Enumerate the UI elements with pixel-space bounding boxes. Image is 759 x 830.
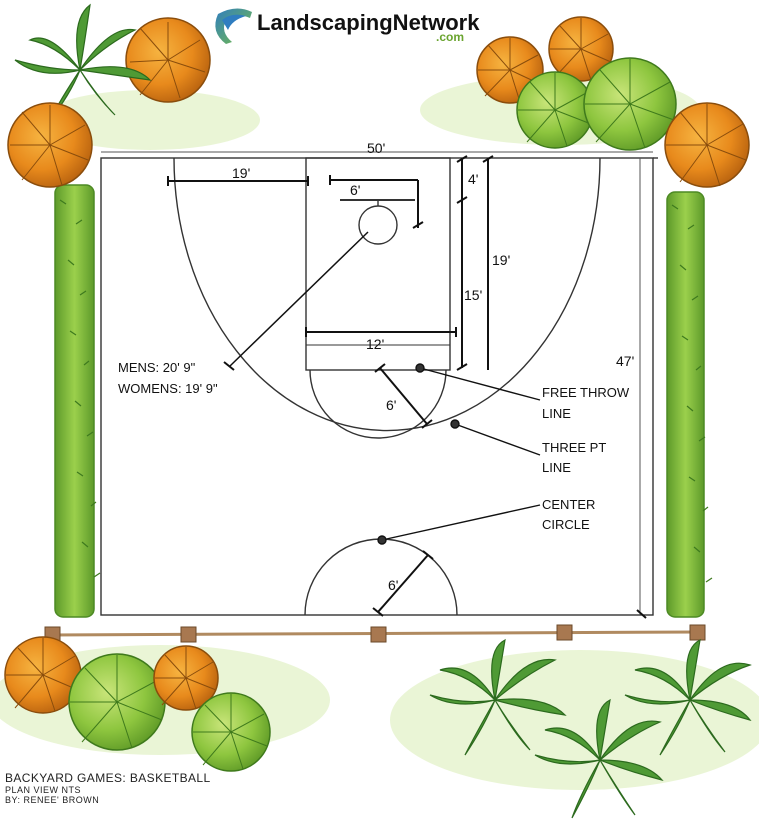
fence-post-icon: [556, 624, 573, 641]
lane-width-label: 12': [366, 336, 384, 352]
caption-subtitle: PLAN VIEW NTS: [5, 785, 82, 795]
rim: [358, 205, 398, 245]
three-pt-marker: [450, 419, 460, 429]
fence-post-icon: [180, 626, 197, 643]
fence: [44, 624, 706, 643]
round-shrub-icon: [191, 692, 271, 772]
womens-3pt-label: WOMENS: 19' 9": [118, 381, 218, 396]
ft-circle-radius-label: 6': [386, 397, 396, 413]
three-pt-callout-2: LINE: [542, 460, 571, 475]
callout-leaders: [377, 363, 541, 545]
round-shrub-icon: [664, 102, 750, 188]
round-shrub-icon: [125, 17, 211, 103]
three-point-line: [173, 157, 601, 432]
caption-author: BY: RENEE' BROWN: [5, 795, 100, 805]
mens-3pt-label: MENS: 20' 9": [118, 360, 196, 375]
round-shrub-icon: [548, 16, 614, 82]
center-circle-callout-2: CIRCLE: [542, 517, 590, 532]
round-shrub-icon: [4, 636, 82, 714]
fence-post-icon: [689, 624, 706, 641]
free-throw-distance-label: 19': [492, 252, 510, 268]
logo-name: LandscapingNetwork: [257, 10, 480, 35]
hedge-icon: [666, 191, 705, 618]
palm-tree-icon: [624, 638, 752, 756]
hedge-icon: [54, 184, 95, 618]
palm-tree-icon: [534, 698, 664, 819]
round-shrub-icon: [516, 71, 594, 149]
top-vegetation: [7, 3, 750, 188]
court-length-label: 47': [616, 353, 634, 369]
logo: LandscapingNetwork .com: [215, 8, 480, 45]
round-shrub-icon: [153, 645, 219, 711]
caption: BACKYARD GAMES: BASKETBALL PLAN VIEW NTS…: [5, 771, 211, 805]
round-shrub-icon: [7, 102, 93, 188]
dimension-labels: 50' 47' 19' 6' 4' 15' 19' 12' 6' 6' MENS…: [118, 140, 634, 593]
center-circle-marker: [377, 535, 387, 545]
bottom-vegetation: [4, 636, 752, 819]
left-hedge: [54, 184, 101, 618]
court: [100, 151, 658, 616]
center-circle-radius-label: 6': [388, 577, 398, 593]
backboard-offset-label: 4': [468, 171, 478, 187]
free-throw-marker: [415, 363, 425, 373]
palm-tree-icon: [14, 3, 152, 121]
free-throw-callout-1: FREE THROW: [542, 385, 630, 400]
center-circle-callout-1: CENTER: [542, 497, 595, 512]
caption-title: BACKYARD GAMES: BASKETBALL: [5, 771, 211, 785]
round-shrub-icon: [68, 653, 166, 751]
free-throw-circle: [309, 369, 447, 439]
logo-suffix: .com: [436, 30, 464, 44]
fence-post-icon: [370, 626, 387, 643]
backboard-width-label: 6': [350, 182, 360, 198]
logo-swoosh-icon: [215, 8, 252, 45]
court-width-label: 50': [367, 140, 385, 156]
three-pt-radius-label: 19': [232, 165, 250, 181]
right-hedge: [666, 191, 713, 618]
dimension-lines: [167, 155, 647, 619]
free-throw-callout-2: LINE: [542, 406, 571, 421]
round-shrub-icon: [583, 57, 677, 151]
palm-tree-icon: [429, 638, 567, 756]
lane-length-label: 15': [464, 287, 482, 303]
three-pt-callout-1: THREE PT: [542, 440, 606, 455]
